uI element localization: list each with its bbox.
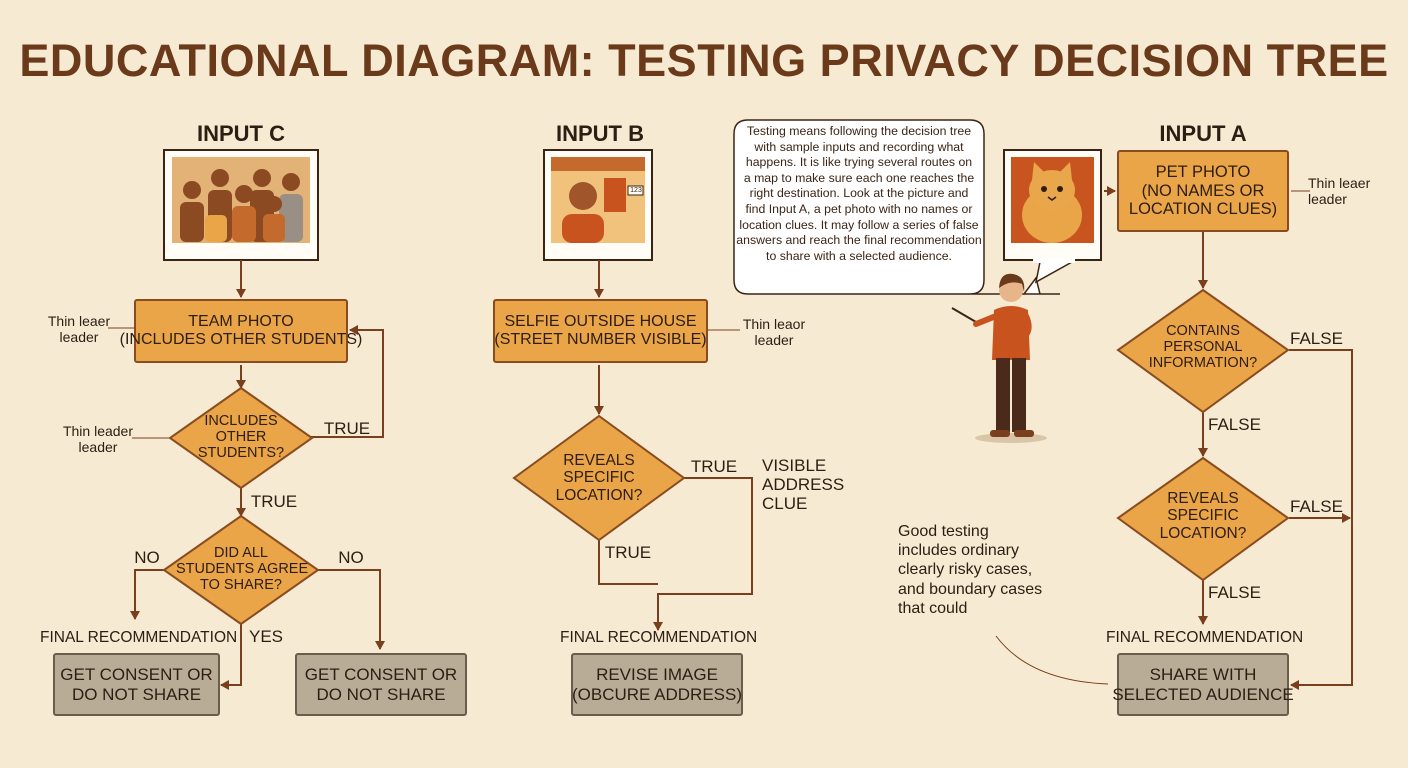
input-b-label: INPUT B bbox=[556, 121, 644, 146]
pet-photo-box: PET PHOTO (NO NAMES OR LOCATION CLUES) bbox=[1117, 150, 1289, 232]
leader-label-b: Thin leaor leader bbox=[742, 316, 806, 348]
label-true-loop: TRUE bbox=[323, 419, 371, 438]
final-a-box: SHARE WITH SELECTED AUDIENCE bbox=[1112, 653, 1294, 716]
leader-label-c2: Thin leader leader bbox=[62, 423, 134, 455]
final-b-box: REVISE IMAGE (OBCURE ADDRESS) bbox=[571, 653, 743, 716]
input-a-label: INPUT A bbox=[1159, 121, 1247, 146]
label-b-true-down: TRUE bbox=[604, 543, 652, 562]
label-true-down: TRUE bbox=[250, 492, 298, 511]
decision-contains-personal-text: CONTAINS PERSONAL INFORMATION? bbox=[1148, 323, 1258, 372]
final-c-left-box: GET CONSENT OR DO NOT SHARE bbox=[53, 653, 220, 716]
label-a-false-right-1: FALSE bbox=[1290, 329, 1343, 348]
leader-label-a: Thin leaer leader bbox=[1308, 175, 1371, 207]
decision-includes-students-text: INCLUDES OTHER STUDENTS? bbox=[197, 413, 285, 462]
team-photo-image bbox=[163, 149, 319, 261]
label-no-left: NO bbox=[134, 548, 160, 567]
final-heading-c: FINAL RECOMMENDATION bbox=[40, 629, 238, 646]
testing-note: Good testing includes ordinary clearly r… bbox=[898, 523, 1043, 617]
decision-includes-students-shape bbox=[168, 386, 314, 490]
speech-tail bbox=[1033, 258, 1075, 284]
decision-contains-personal-shape bbox=[1116, 288, 1290, 414]
house-number: 123 bbox=[630, 187, 642, 194]
speech-bubble-text: Testing means following the decision tre… bbox=[736, 124, 982, 263]
leader-label-c1: Thin leaer leader bbox=[47, 313, 111, 345]
pet-photo-image bbox=[1003, 149, 1102, 261]
decision-reveals-location-b-shape bbox=[512, 414, 686, 542]
selfie-box: SELFIE OUTSIDE HOUSE (STREET NUMBER VISI… bbox=[493, 299, 708, 363]
selfie-photo-image bbox=[543, 149, 653, 261]
speech-bubble-shape bbox=[733, 119, 1060, 295]
decision-reveals-location-a-shape bbox=[1116, 456, 1290, 582]
decision-reveals-location-a-text: REVEALS SPECIFIC LOCATION? bbox=[1159, 490, 1247, 542]
page-title: EDUCATIONAL DIAGRAM: TESTING PRIVACY DEC… bbox=[19, 35, 1389, 86]
input-c-label: INPUT C bbox=[197, 121, 285, 146]
decision-students-agree-text: DID ALL STUDENTS AGREE TO SHARE? bbox=[176, 545, 309, 594]
label-yes: YES bbox=[248, 627, 284, 646]
final-heading-b: FINAL RECOMMENDATION bbox=[560, 629, 758, 646]
visible-address-clue: VISIBLE ADDRESS CLUE bbox=[762, 456, 845, 514]
decision-students-agree-shape bbox=[162, 514, 320, 626]
teacher-figure bbox=[951, 273, 1047, 443]
final-heading-a: FINAL RECOMMENDATION bbox=[1106, 629, 1304, 646]
label-no-right: NO bbox=[338, 548, 364, 567]
decision-reveals-location-b-text: REVEALS SPECIFIC LOCATION? bbox=[555, 452, 643, 504]
label-a-false-down-2: FALSE bbox=[1208, 583, 1261, 602]
final-c-right-box: GET CONSENT OR DO NOT SHARE bbox=[295, 653, 467, 716]
label-a-false-right-2: FALSE bbox=[1290, 497, 1343, 516]
label-b-true-right: TRUE bbox=[690, 457, 738, 476]
label-a-false-down-1: FALSE bbox=[1208, 415, 1261, 434]
team-photo-box: TEAM PHOTO (INCLUDES OTHER STUDENTS) bbox=[120, 299, 362, 363]
